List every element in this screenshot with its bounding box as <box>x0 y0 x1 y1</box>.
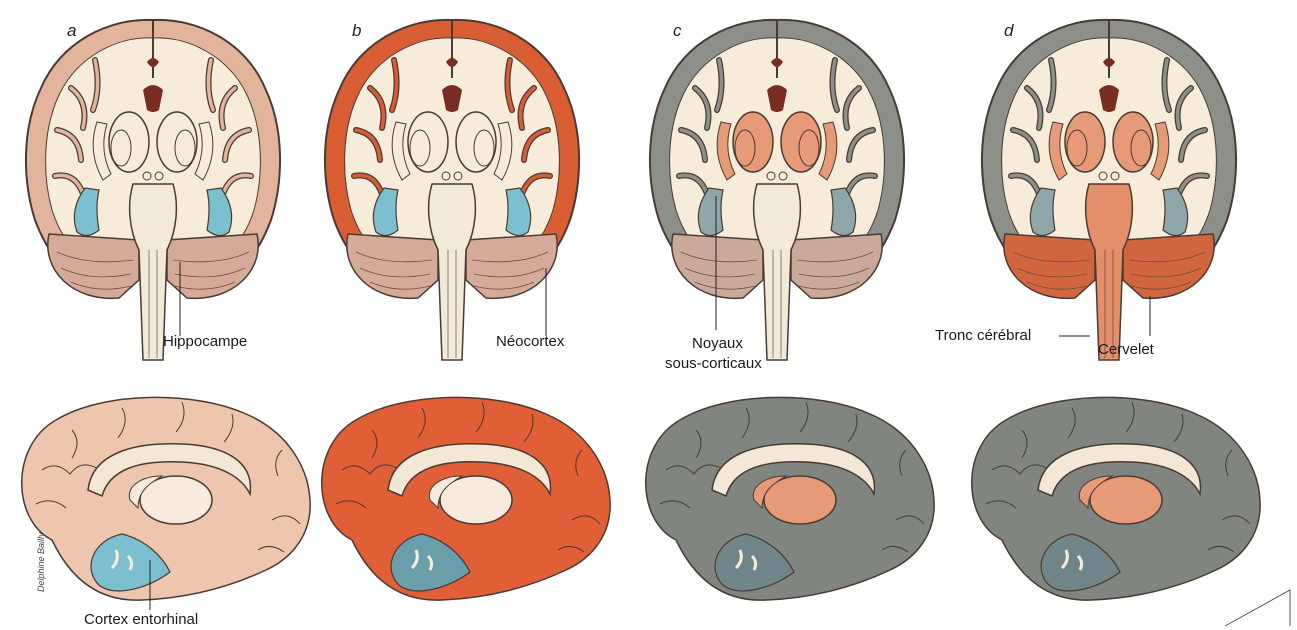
axial-section-d <box>982 20 1236 360</box>
panel-letter-c: c <box>673 21 682 40</box>
label-noyaux-line2: sous-corticaux <box>665 355 762 372</box>
medial-view-d <box>972 397 1260 600</box>
label-neocortex: Néocortex <box>496 333 565 350</box>
corner-mark <box>1225 590 1290 626</box>
axial-section-b <box>325 20 579 360</box>
panel-letter-d: d <box>1004 21 1014 40</box>
medial-view-b <box>322 397 610 600</box>
label-cervelet: Cervelet <box>1098 341 1155 358</box>
medial-view-a <box>22 397 310 600</box>
label-hippocampe: Hippocampe <box>163 333 247 350</box>
illustrator-credit: Delphine Bailly <box>36 532 46 592</box>
axial-section-c <box>650 20 904 360</box>
axial-section-a <box>26 20 280 360</box>
panel-letter-a: a <box>67 21 76 40</box>
label-tronc: Tronc cérébral <box>935 327 1031 344</box>
panel-letter-b: b <box>352 21 361 40</box>
label-noyaux-line1: Noyaux <box>692 335 743 352</box>
label-cortex-entorhinal: Cortex entorhinal <box>84 611 198 628</box>
panels-root <box>22 20 1260 600</box>
medial-view-c <box>646 397 934 600</box>
